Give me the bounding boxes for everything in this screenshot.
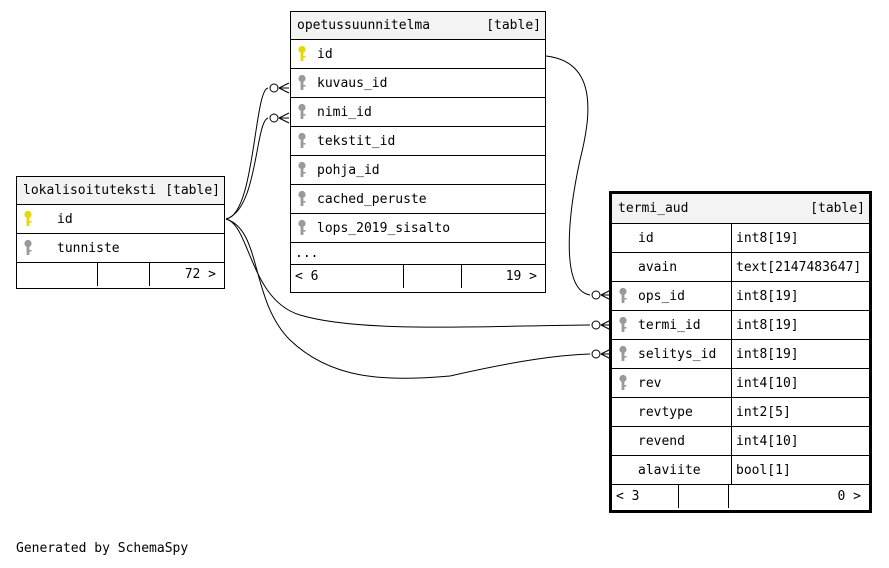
table-footer: < 6 19 > [291, 265, 545, 288]
column-name: rev [638, 375, 662, 391]
column-row-ops_id[interactable]: ops_id int8[19] [612, 282, 869, 311]
table-lokalisoituteksti[interactable]: lokalisoituteksti [table] id tunniste 72 … [16, 176, 225, 289]
table-tag: [table] [486, 18, 541, 33]
table-name[interactable]: termi_aud [618, 201, 689, 216]
column-row-nimi_id[interactable]: nimi_id [291, 98, 545, 127]
column-name: nimi_id [317, 104, 372, 120]
column-name: alaviite [638, 462, 701, 478]
footer-right-link[interactable]: 0 > [728, 485, 869, 508]
column-row-tunniste[interactable]: tunniste [17, 234, 224, 263]
column-name: selitys_id [638, 346, 717, 362]
foreign-key-icon [619, 287, 627, 303]
zero-or-many-marker [591, 320, 601, 330]
crowfoot-marker [278, 82, 290, 94]
table-termi_aud[interactable]: termi_aud [table] id int8[19] avain text[21… [609, 191, 872, 513]
zero-or-many-marker [591, 349, 601, 359]
foreign-key-icon [619, 374, 627, 390]
primary-key-icon [24, 210, 32, 226]
table-name[interactable]: opetussuunnitelma [297, 18, 431, 33]
foreign-key-icon [619, 316, 627, 332]
column-row-id[interactable]: id [291, 40, 545, 69]
footer-middle [403, 265, 461, 288]
table-footer: 72 > [17, 263, 224, 286]
table-header[interactable]: opetussuunnitelma [table] [291, 12, 545, 40]
primary-key-icon [298, 45, 306, 61]
table-header[interactable]: termi_aud [table] [612, 194, 869, 224]
column-name: avain [638, 259, 678, 275]
footer-middle [678, 485, 728, 508]
foreign-key-icon [298, 219, 306, 235]
foreign-key-icon [298, 190, 306, 206]
column-row-cached_peruste[interactable]: cached_peruste [291, 185, 545, 214]
column-name: id [317, 46, 333, 62]
zero-or-many-marker [591, 290, 601, 300]
edge-kuvaus_id [225, 87, 269, 220]
column-row-revtype[interactable]: revtype int2[5] [612, 398, 869, 427]
table-tag: [table] [810, 201, 865, 216]
generated-by-label: Generated by SchemaSpy [16, 541, 189, 556]
foreign-key-icon [24, 239, 32, 255]
table-tag: [table] [165, 183, 220, 198]
footer-left-link[interactable]: < 3 [616, 489, 640, 504]
column-type: int4[10] [731, 427, 869, 455]
column-row-revend[interactable]: revend int4[10] [612, 427, 869, 456]
column-row-alaviite[interactable]: alaviite bool[1] [612, 456, 869, 485]
column-row-selitys_id[interactable]: selitys_id int8[19] [612, 340, 869, 369]
column-type: int2[5] [731, 398, 869, 426]
column-name: pohja_id [317, 162, 380, 178]
footer-right-link[interactable]: 72 > [149, 263, 224, 286]
column-name: revend [638, 433, 685, 449]
column-row-tekstit_id[interactable]: tekstit_id [291, 127, 545, 156]
column-row-id[interactable]: id int8[19] [612, 224, 869, 253]
column-row-lops_2019_sisalto[interactable]: lops_2019_sisalto [291, 214, 545, 243]
column-type: int4[10] [731, 369, 869, 397]
footer-left [17, 263, 97, 286]
crowfoot-marker [278, 112, 290, 124]
edge-nimi_id [225, 117, 269, 220]
zero-or-many-marker [269, 113, 279, 123]
foreign-key-icon [619, 345, 627, 361]
table-footer: < 3 0 > [612, 485, 869, 508]
column-row-termi_id[interactable]: termi_id int8[19] [612, 311, 869, 340]
column-name: id [57, 211, 73, 227]
column-type: int8[19] [731, 311, 869, 339]
column-type: text[2147483647] [731, 253, 869, 281]
column-name: tunniste [57, 240, 120, 256]
column-row-pohja_id[interactable]: pohja_id [291, 156, 545, 185]
more-columns-indicator: ... [291, 243, 545, 265]
edge-ops_id [545, 55, 591, 296]
foreign-key-icon [298, 132, 306, 148]
footer-left-link[interactable]: < 6 [295, 269, 319, 284]
table-name[interactable]: lokalisoituteksti [23, 183, 157, 198]
column-name: lops_2019_sisalto [317, 220, 451, 236]
column-row-avain[interactable]: avain text[2147483647] [612, 253, 869, 282]
column-type: int8[19] [731, 340, 869, 368]
column-type: bool[1] [731, 456, 869, 484]
column-row-rev[interactable]: rev int4[10] [612, 369, 869, 398]
column-name: id [638, 230, 654, 246]
column-row-kuvaus_id[interactable]: kuvaus_id [291, 69, 545, 98]
foreign-key-icon [298, 161, 306, 177]
column-name: revtype [638, 404, 693, 420]
footer-right-link[interactable]: 19 > [461, 265, 545, 288]
column-name: cached_peruste [317, 191, 427, 207]
zero-or-many-marker [269, 83, 279, 93]
column-name: tekstit_id [317, 133, 396, 149]
column-name: ops_id [638, 288, 685, 304]
footer-middle [97, 263, 149, 286]
column-name: kuvaus_id [317, 75, 388, 91]
foreign-key-icon [298, 103, 306, 119]
column-name: termi_id [638, 317, 701, 333]
column-type: int8[19] [731, 224, 869, 252]
column-row-id[interactable]: id [17, 205, 224, 234]
column-type: int8[19] [731, 282, 869, 310]
table-header[interactable]: lokalisoituteksti [table] [17, 177, 224, 205]
foreign-key-icon [298, 74, 306, 90]
